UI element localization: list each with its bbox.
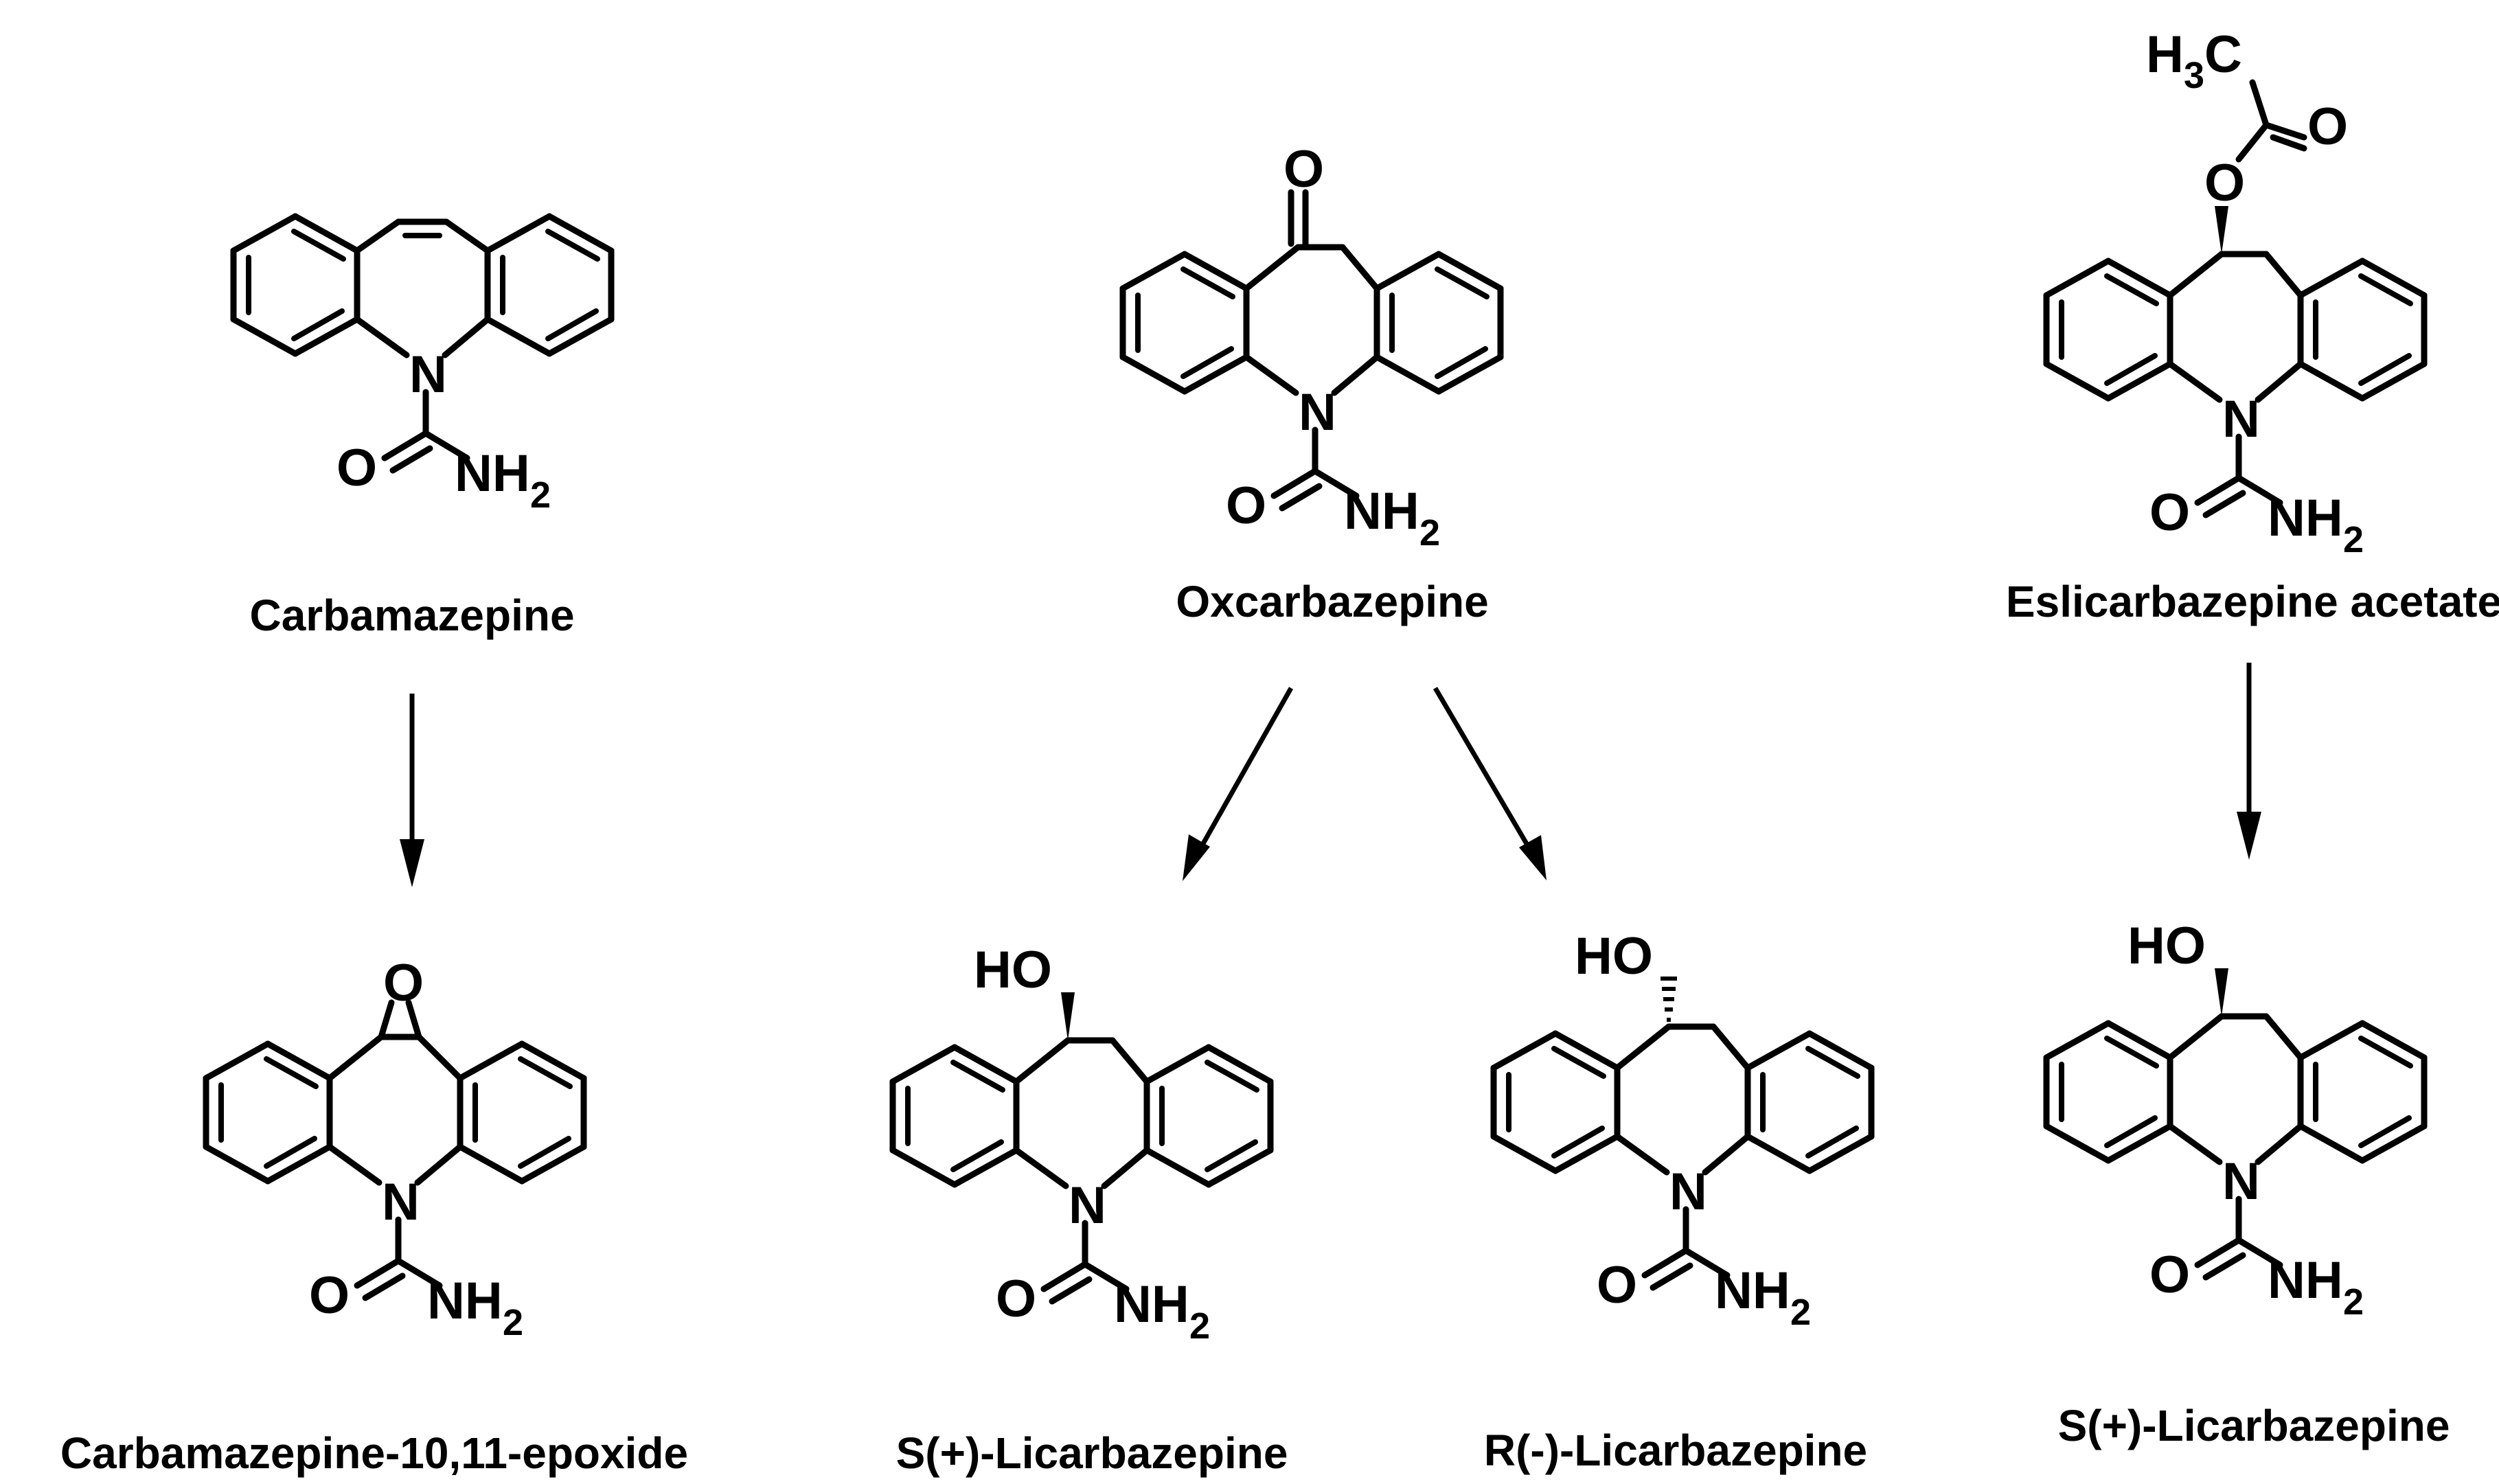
methyl-subscript: 3 xyxy=(2184,55,2204,96)
carbonyl-oxygen-label: O xyxy=(1226,477,1266,535)
amide-nh-label: NH xyxy=(455,444,530,503)
arrow-oxcarbazepine-to-s-licarbazepine xyxy=(1183,687,1294,881)
ester-oxygen-label: O xyxy=(2204,154,2245,212)
carbonyl-oxygen-label: O xyxy=(1597,1256,1637,1314)
amide-subscript: 2 xyxy=(1790,1292,1811,1333)
arrow-carbamazepine-to-epoxide xyxy=(400,694,424,887)
ring-nitrogen-label: N xyxy=(1669,1163,1707,1221)
hydroxyl-label: HO xyxy=(2127,917,2206,975)
carbonyl-oxygen-label: O xyxy=(2149,1246,2190,1304)
s-licarbazepine-structure-2: HO N O NH 2 xyxy=(2046,917,2424,1323)
ring-nitrogen-label: N xyxy=(1299,383,1336,442)
ketone-oxygen-label: O xyxy=(1283,140,1324,198)
amide-subscript: 2 xyxy=(530,475,551,516)
epoxide-structure: O N O NH 2 xyxy=(206,954,584,1343)
epoxide-oxygen-label: O xyxy=(383,954,424,1012)
eslicarbazepine-acetate-structure: O O H 3 C N O NH 2 xyxy=(2046,25,2424,560)
amide-nh-label: NH xyxy=(1114,1275,1189,1334)
methyl-c-label: C xyxy=(2204,25,2242,84)
ring-nitrogen-label: N xyxy=(2222,1152,2260,1211)
amide-subscript: 2 xyxy=(2343,1281,2364,1323)
eslicarbazepine-acetate-label: Eslicarbazepine acetate xyxy=(2006,577,2499,626)
carbonyl-oxygen-label: O xyxy=(336,439,377,497)
carbonyl-oxygen-label: O xyxy=(996,1270,1036,1328)
methyl-h-label: H xyxy=(2146,25,2184,84)
amide-nh-label: NH xyxy=(1344,482,1419,540)
hydroxyl-label: HO xyxy=(1575,927,1653,985)
ring-nitrogen-label: N xyxy=(2222,390,2260,448)
amide-subscript: 2 xyxy=(1189,1305,1210,1347)
amide-nh-label: NH xyxy=(2268,489,2343,547)
r-licarbazepine-label: R(-)-Licarbazepine xyxy=(1484,1426,1867,1475)
amide-subscript: 2 xyxy=(1419,512,1440,553)
amide-nh-label: NH xyxy=(427,1272,503,1330)
amide-nh-label: NH xyxy=(1715,1262,1790,1320)
amide-subscript: 2 xyxy=(503,1302,523,1343)
carbonyl-oxygen-label: O xyxy=(2149,483,2190,542)
ring-nitrogen-label: N xyxy=(1069,1176,1106,1235)
s-licarbazepine-structure-1: HO N O NH 2 xyxy=(893,941,1270,1347)
arrow-oxcarbazepine-to-r-licarbazepine xyxy=(1433,687,1547,880)
ring-nitrogen-label: N xyxy=(409,345,447,404)
r-licarbazepine-structure: HO N O NH 2 xyxy=(1494,927,1871,1333)
hydroxyl-label: HO xyxy=(974,941,1052,999)
epoxide-label: Carbamazepine-10,11-epoxide xyxy=(60,1428,688,1478)
oxcarbazepine-label: Oxcarbazepine xyxy=(1176,577,1488,626)
ring-nitrogen-label: N xyxy=(382,1173,420,1231)
arrow-eslicarbazepine-to-s-licarbazepine xyxy=(2237,663,2261,860)
oxcarbazepine-structure: O N O NH 2 xyxy=(1123,140,1500,553)
acetyl-oxygen-label: O xyxy=(2307,98,2348,156)
carbamazepine-structure: N O NH 2 xyxy=(233,216,611,516)
amide-subscript: 2 xyxy=(2343,519,2364,560)
carbonyl-oxygen-label: O xyxy=(309,1266,350,1325)
s-licarbazepine-label-2: S(+)-Licarbazepine xyxy=(2058,1401,2450,1450)
amide-nh-label: NH xyxy=(2268,1251,2343,1310)
carbamazepine-label: Carbamazepine xyxy=(249,591,574,640)
s-licarbazepine-label-1: S(+)-Licarbazepine xyxy=(896,1428,1288,1478)
